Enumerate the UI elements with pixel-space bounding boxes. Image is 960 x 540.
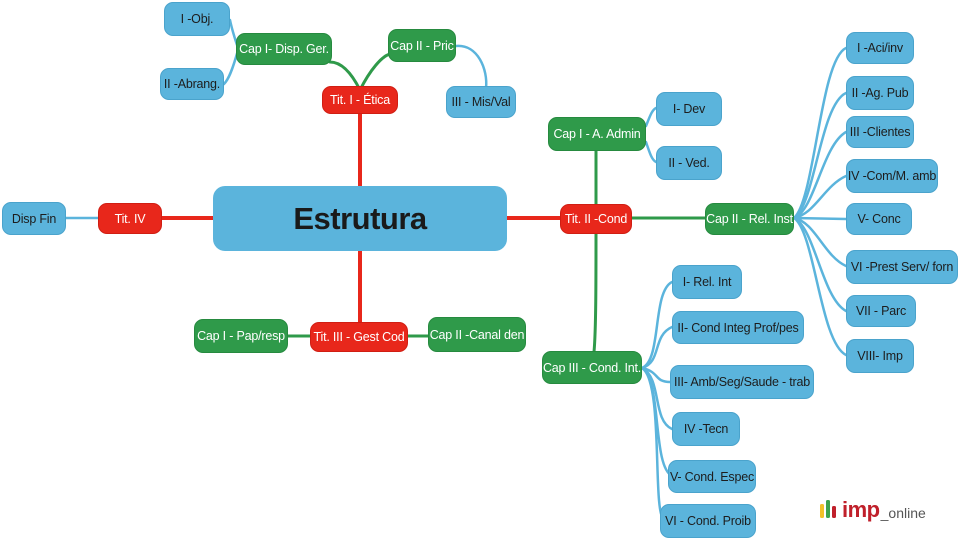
chapter-node-tit3-cap2[interactable]: Cap II -Canal den bbox=[428, 317, 526, 352]
item-node-aci-inv[interactable]: I -Aci/inv bbox=[846, 32, 914, 64]
item-node-obj[interactable]: I -Obj. bbox=[164, 2, 230, 36]
link-admin-dev bbox=[644, 106, 658, 128]
chapter-node-tit2-cap1[interactable]: Cap I - A. Admin bbox=[548, 117, 646, 151]
item-node-parc[interactable]: VII - Parc bbox=[846, 295, 916, 327]
link-int-1 bbox=[640, 280, 674, 370]
logo-suffix: _online bbox=[880, 505, 926, 521]
link-inst-6 bbox=[792, 216, 848, 268]
link-inst-2 bbox=[792, 91, 848, 220]
item-node-cond-integ[interactable]: II- Cond Integ Prof/pes bbox=[672, 311, 804, 344]
item-node-ved[interactable]: II - Ved. bbox=[656, 146, 722, 180]
item-node-cond-espec[interactable]: V- Cond. Espec bbox=[668, 460, 756, 493]
item-node-clientes[interactable]: III -Clientes bbox=[846, 116, 914, 148]
link-inst-1 bbox=[792, 46, 848, 220]
logo-mark-icon bbox=[818, 498, 838, 522]
item-node-cond-proib[interactable]: VI - Cond. Proib bbox=[660, 504, 756, 538]
chapter-node-tit2-cap3[interactable]: Cap III - Cond. Int. bbox=[542, 351, 642, 384]
imp-online-logo: imp _online bbox=[818, 493, 943, 527]
item-node-prest-serv[interactable]: VI -Prest Serv/ forn bbox=[846, 250, 958, 284]
item-node-amb-seg[interactable]: III- Amb/Seg/Saude - trab bbox=[670, 365, 814, 399]
item-node-imp[interactable]: VIII- Imp bbox=[846, 339, 914, 373]
item-node-conc[interactable]: V- Conc bbox=[846, 203, 912, 235]
link-inst-8 bbox=[792, 216, 848, 357]
title-node-1[interactable]: Tit. I - Ética bbox=[322, 86, 398, 114]
item-node-misval[interactable]: III - Mis/Val bbox=[446, 86, 516, 118]
chapter-node-tit1-cap2[interactable]: Cap II - Pric bbox=[388, 29, 456, 62]
link-tit1-cap2 bbox=[358, 52, 392, 92]
link-tit2-cap3 bbox=[592, 230, 598, 354]
item-node-rel-int[interactable]: I- Rel. Int bbox=[672, 265, 742, 299]
item-node-abrang[interactable]: II -Abrang. bbox=[160, 68, 224, 100]
title-node-4[interactable]: Tit. IV bbox=[98, 203, 162, 234]
root-node[interactable]: Estrutura bbox=[213, 186, 507, 251]
item-node-ag-pub[interactable]: II -Ag. Pub bbox=[846, 76, 914, 110]
link-cap2-misval bbox=[454, 44, 488, 90]
item-node-tecn[interactable]: IV -Tecn bbox=[672, 412, 740, 446]
logo-word: imp bbox=[842, 497, 880, 522]
link-inst-3 bbox=[792, 130, 848, 220]
chapter-node-tit1-cap1[interactable]: Cap I- Disp. Ger. bbox=[236, 33, 332, 65]
chapter-node-tit3-cap1[interactable]: Cap I - Pap/resp bbox=[194, 319, 288, 353]
item-node-com-amb[interactable]: IV -Com/M. amb bbox=[846, 159, 938, 193]
chapter-node-tit2-cap2[interactable]: Cap II - Rel. Inst bbox=[705, 203, 794, 235]
link-inst-5 bbox=[792, 216, 848, 221]
link-tit1-cap1 bbox=[328, 60, 362, 92]
title-node-2[interactable]: Tit. II -Cond bbox=[560, 204, 632, 234]
item-node-dev[interactable]: I- Dev bbox=[656, 92, 722, 126]
title-node-3[interactable]: Tit. III - Gest Cod bbox=[310, 322, 408, 352]
link-inst-4 bbox=[792, 174, 848, 220]
item-node-disp-fin[interactable]: Disp Fin bbox=[2, 202, 66, 235]
link-admin-ved bbox=[644, 140, 658, 164]
link-int-2 bbox=[640, 325, 674, 370]
